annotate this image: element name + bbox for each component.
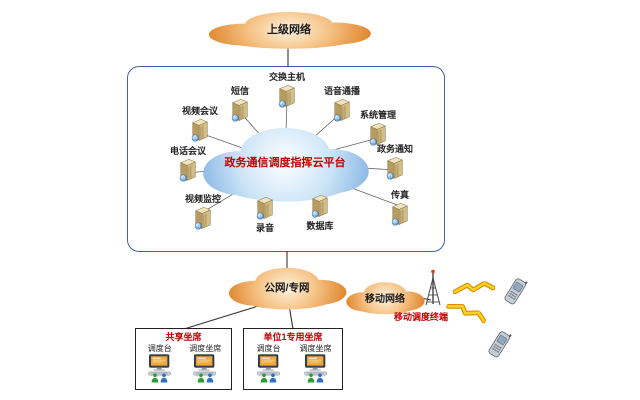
server-label: 政务通知 — [376, 144, 413, 154]
shared-seats-box: 共享坐席 调度台 调度坐席 — [135, 328, 232, 390]
unit1-dedicated-seats-box: 单位1专用坐席 调度台 调度坐席 — [243, 328, 343, 390]
person-icon — [269, 373, 277, 383]
server-icon — [390, 202, 410, 226]
server-node-video-conference: 视频会议 — [172, 104, 228, 142]
server-node-sms: 短信 — [212, 84, 268, 122]
person-icon — [151, 373, 159, 383]
server-node-database: 数据库 — [292, 194, 348, 232]
platform-cloud-label: 政务通信调度指挥云平台 — [224, 157, 346, 169]
person-icon — [307, 373, 315, 383]
server-label: 数据库 — [306, 221, 334, 231]
server-label: 电话会议 — [169, 146, 206, 156]
person-icon — [206, 373, 214, 383]
console-label: 调度台 — [256, 344, 281, 353]
server-label: 交换主机 — [268, 72, 305, 82]
server-label: 视频监控 — [184, 194, 221, 204]
server-icon — [385, 156, 405, 180]
server-icon — [277, 84, 297, 108]
dispatch-console: 调度台 — [146, 343, 174, 389]
dispatch-console: 调度台 — [255, 343, 283, 389]
upper-network-label: 上级网络 — [267, 24, 311, 36]
bolt-icon — [445, 296, 489, 328]
antenna-icon — [420, 268, 446, 308]
console-row: 调度台 调度坐席 — [136, 343, 231, 389]
server-label: 传真 — [390, 190, 409, 200]
server-icon — [193, 206, 213, 230]
console-label: 调度台 — [147, 344, 172, 353]
mobile-terminal-label: 移动调度终端 — [394, 312, 449, 322]
public-private-network-cloud: 公网/专网 — [221, 261, 353, 313]
console-label: 调度坐席 — [299, 344, 332, 353]
person-icon — [160, 373, 168, 383]
server-label: 系统管理 — [359, 110, 396, 120]
seat-box-title: 单位1专用坐席 — [263, 332, 323, 342]
server-icon — [332, 98, 352, 122]
bolt-icon — [453, 281, 495, 295]
operators — [307, 373, 324, 383]
console-label: 调度坐席 — [189, 344, 222, 353]
person-icon — [260, 373, 268, 383]
seat-box-title: 共享坐席 — [165, 332, 202, 342]
server-label: 视频会议 — [181, 106, 218, 116]
person-icon — [316, 373, 324, 383]
dispatch-console: 调度坐席 — [189, 343, 221, 389]
mobile-network-label: 移动网络 — [365, 293, 405, 305]
upper-network-cloud: 上级网络 — [198, 6, 380, 52]
person-icon — [197, 373, 205, 383]
mobile-network-cloud: 移动网络 — [341, 277, 429, 317]
server-node-exchange-host: 交换主机 — [259, 70, 315, 108]
server-icon — [230, 98, 250, 122]
server-icon — [190, 118, 210, 142]
phone-icon — [486, 328, 514, 360]
public-private-network-label: 公网/专网 — [264, 281, 310, 294]
server-icon — [178, 158, 198, 182]
phone-icon — [502, 275, 530, 307]
server-label: 短信 — [230, 86, 249, 96]
server-label: 录音 — [255, 223, 274, 233]
server-label: 语音通播 — [323, 86, 360, 96]
server-icon — [310, 194, 330, 218]
server-node-gov-notice: 政务通知 — [367, 142, 423, 180]
server-icon — [255, 196, 275, 220]
server-node-voice-broadcast: 语音通播 — [314, 84, 370, 122]
server-node-fax: 传真 — [372, 188, 428, 226]
console-row: 调度台 调度坐席 — [244, 343, 342, 389]
server-node-phone-conference: 电话会议 — [160, 144, 216, 182]
dispatch-console: 调度坐席 — [300, 343, 332, 389]
operators — [197, 373, 214, 383]
server-node-system-management: 系统管理 — [350, 108, 406, 146]
operators — [260, 373, 277, 383]
operators — [151, 373, 168, 383]
server-node-recording: 录音 — [237, 196, 293, 234]
server-node-video-surveillance: 视频监控 — [175, 192, 231, 230]
